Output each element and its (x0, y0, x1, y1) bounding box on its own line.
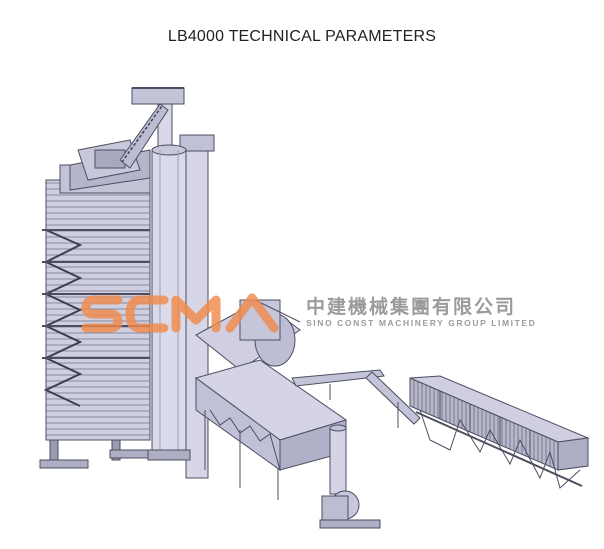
bag-filter-house (194, 359, 348, 500)
company-name-chinese: 中建機械集團有限公司 (306, 296, 517, 318)
cold-feeder-bins (409, 375, 590, 489)
page-title: LB4000 TECHNICAL PARAMETERS (167, 28, 437, 45)
inclined-conveyor (291, 369, 421, 428)
company-name-english: SINO CONST MACHINERY GROUP LIMITED (306, 318, 537, 328)
bucket-elevator (119, 87, 215, 479)
asphalt-plant-illustration (39, 87, 590, 529)
exhaust-chimney (319, 424, 381, 529)
company-logo-watermark (81, 293, 279, 333)
